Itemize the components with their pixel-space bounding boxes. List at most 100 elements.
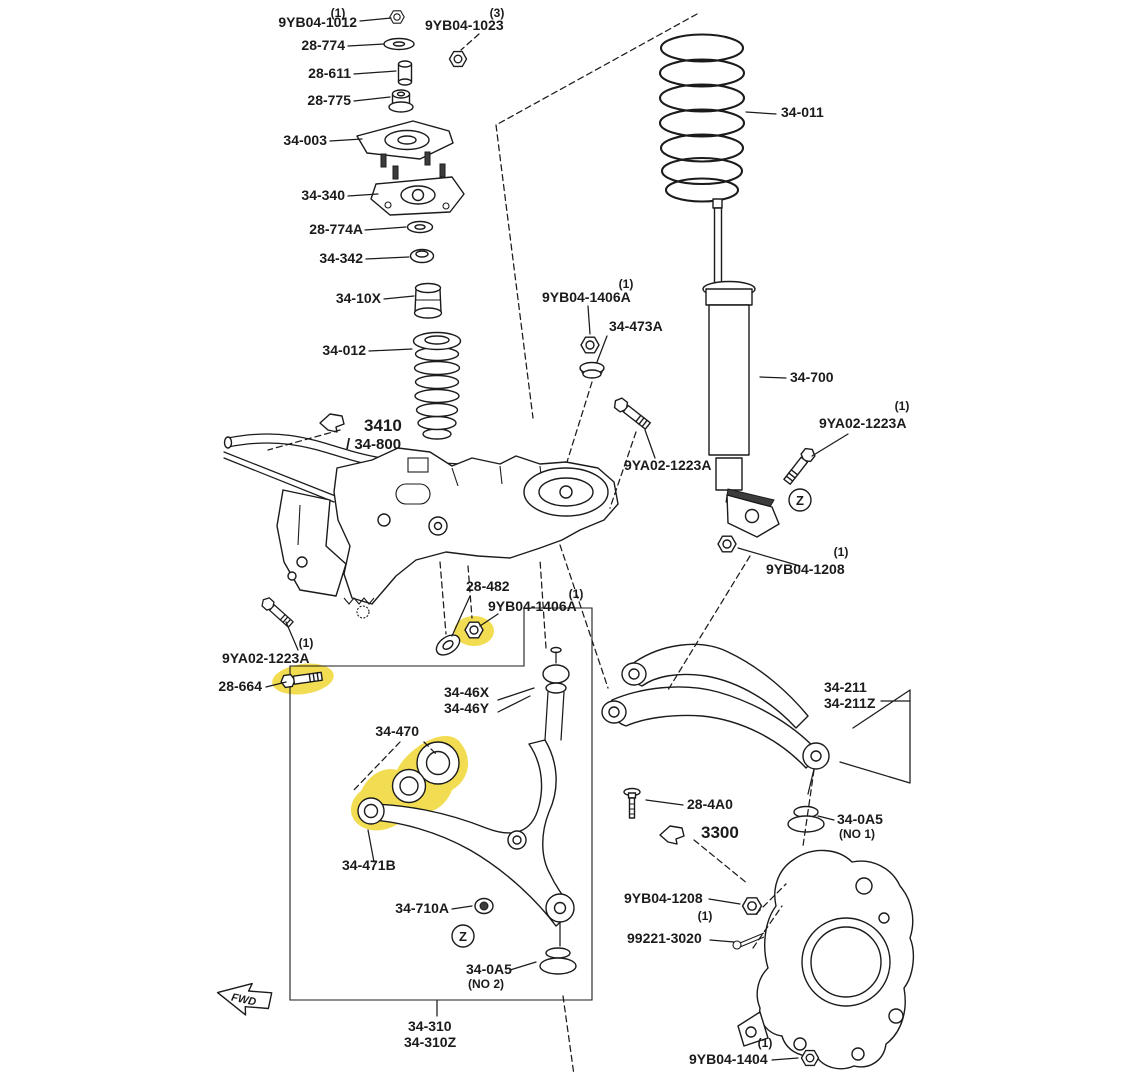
- bushings-34-470[interactable]: [391, 741, 460, 804]
- label-fwd-text: FWD: [230, 992, 257, 1009]
- label-part-34-342[interactable]: 34-342: [319, 250, 363, 266]
- label-part-34-310z[interactable]: 34-310Z: [404, 1034, 457, 1050]
- label-part-34-0a5-no1[interactable]: 34-0A5: [837, 811, 883, 827]
- label-ref-34-800[interactable]: / 34-800: [346, 436, 401, 453]
- washer-28-774[interactable]: [383, 37, 415, 51]
- nut-9yb04-1406a-lower[interactable]: [464, 621, 484, 639]
- label-qty-9yb04-1012[interactable]: (1): [331, 6, 346, 20]
- label-part-34-46y[interactable]: 34-46Y: [444, 700, 490, 716]
- bracket-34-211: [839, 689, 911, 784]
- nut-9yb04-1023[interactable]: [448, 50, 468, 68]
- strut-mount-stack[interactable]: [356, 10, 468, 440]
- label-qty-9ya02-1223a-right[interactable]: (1): [895, 399, 910, 413]
- label-part-34-470[interactable]: 34-470: [375, 723, 419, 739]
- label-part-9yb04-1406a-lower[interactable]: 9YB04-1406A: [488, 598, 577, 614]
- dashed-assembly-lines: [267, 13, 815, 1076]
- nut-9yb04-1012[interactable]: [389, 10, 405, 24]
- label-part-34-0a5-no2[interactable]: 34-0A5: [466, 961, 512, 977]
- loose-hardware-left[interactable]: [259, 595, 484, 689]
- label-part-9yb04-1208-right[interactable]: 9YB04-1208: [766, 561, 845, 577]
- shock-absorber-34-700[interactable]: [702, 198, 780, 538]
- label-part-28-775[interactable]: 28-775: [307, 92, 351, 108]
- label-qty-9ya02-1223a-left[interactable]: (1): [299, 636, 314, 650]
- washer-34-473a[interactable]: [579, 361, 605, 379]
- washer-28-482[interactable]: [433, 631, 463, 659]
- label-part-28-611[interactable]: 28-611: [308, 65, 351, 81]
- rod-thread: [712, 198, 723, 209]
- steering-knuckle[interactable]: [737, 849, 915, 1070]
- label-part-9yb04-1208-bottom[interactable]: 9YB04-1208: [624, 890, 703, 906]
- coil-spring-34-011[interactable]: [658, 33, 746, 203]
- label-qty-99221-3020[interactable]: (1): [698, 909, 713, 923]
- label-part-99221-3020[interactable]: 99221-3020: [627, 930, 702, 946]
- nut-9yb04-1404[interactable]: [800, 1049, 820, 1067]
- label-part-28-4a0[interactable]: 28-4A0: [687, 796, 733, 812]
- label-qty-9yb04-1023[interactable]: (3): [490, 6, 505, 20]
- label-z-marker-lower: Z: [459, 929, 467, 944]
- bolt-28-4a0[interactable]: [623, 787, 641, 819]
- label-part-28-774[interactable]: 28-774: [301, 37, 345, 53]
- label-part-34-473a[interactable]: 34-473A: [609, 318, 663, 334]
- label-part-28-774a[interactable]: 28-774A: [309, 221, 363, 237]
- bushing-28-774a[interactable]: [406, 220, 434, 234]
- leader-lines: [265, 17, 911, 1061]
- label-part-34-211[interactable]: 34-211: [824, 679, 867, 695]
- label-part-34-012[interactable]: 34-012: [322, 342, 366, 358]
- label-part-9ya02-1223a-center[interactable]: 9YA02-1223A: [624, 457, 711, 473]
- plate-34-003[interactable]: [356, 120, 454, 168]
- label-ref-3410[interactable]: 3410: [364, 416, 402, 435]
- ball-stud-34-46x[interactable]: [542, 646, 570, 694]
- label-ref-3300[interactable]: 3300: [701, 823, 739, 842]
- label-part-34-0a5-no1-sub[interactable]: (NO 1): [839, 827, 875, 841]
- label-part-9yb04-1406a-top[interactable]: 9YB04-1406A: [542, 289, 631, 305]
- lower-ball-joint[interactable]: [545, 893, 575, 947]
- nut-9yb04-1406a-top[interactable]: [580, 336, 600, 354]
- label-part-34-340[interactable]: 34-340: [301, 187, 345, 203]
- upper-control-arm-34-211[interactable]: [601, 643, 830, 795]
- bushing-34-342[interactable]: [409, 248, 435, 264]
- label-part-9yb04-1404[interactable]: 9YB04-1404: [689, 1051, 768, 1067]
- plug-34-710a[interactable]: [474, 897, 494, 915]
- bushing-28-775[interactable]: [388, 89, 414, 113]
- label-z-marker-right: Z: [796, 493, 804, 508]
- label-qty-9yb04-1208-right[interactable]: (1): [834, 545, 849, 559]
- label-part-9ya02-1223a-right[interactable]: 9YA02-1223A: [819, 415, 906, 431]
- serrated-edge: [343, 597, 375, 605]
- lower-arm-body-34-310[interactable]: [365, 739, 575, 927]
- part-labels-layer: (1)9YB04-1012(3)9YB04-102328-77428-61128…: [218, 6, 909, 1067]
- lower-control-arm-assembly[interactable]: [289, 607, 593, 1001]
- label-qty-9yb04-1406a-lower[interactable]: (1): [569, 587, 584, 601]
- label-part-34-700[interactable]: 34-700: [790, 369, 834, 385]
- label-part-34-011[interactable]: 34-011: [781, 104, 824, 120]
- label-qty-9yb04-1404[interactable]: (1): [758, 1036, 773, 1050]
- label-part-28-482[interactable]: 28-482: [466, 578, 510, 594]
- label-part-9yb04-1023[interactable]: 9YB04-1023: [425, 17, 504, 33]
- label-part-34-310[interactable]: 34-310: [408, 1018, 452, 1034]
- label-part-34-211z[interactable]: 34-211Z: [824, 695, 876, 711]
- label-part-9yb04-1012[interactable]: 9YB04-1012: [278, 14, 357, 30]
- dust-boot-34-012[interactable]: [412, 331, 462, 440]
- bump-stopper-34-10x[interactable]: [413, 282, 443, 319]
- boot-34-0a5-no2[interactable]: [539, 947, 577, 975]
- subframe-34-800[interactable]: [223, 433, 619, 619]
- label-part-9ya02-1223a-left[interactable]: 9YA02-1223A: [222, 650, 309, 666]
- label-part-34-003[interactable]: 34-003: [283, 132, 327, 148]
- label-part-28-664[interactable]: 28-664: [218, 678, 262, 694]
- mount-34-340[interactable]: [370, 163, 465, 216]
- z-marker-circle-lower: [451, 924, 475, 948]
- z-marker-circle-right: [788, 488, 812, 512]
- label-part-34-710a[interactable]: 34-710A: [395, 900, 449, 916]
- nut-9yb04-1208-right[interactable]: [717, 535, 737, 553]
- boot-34-0a5-no1[interactable]: [787, 805, 825, 833]
- left-bracket: [276, 489, 347, 597]
- label-qty-9yb04-1406a-top[interactable]: (1): [619, 277, 634, 291]
- label-part-34-10x[interactable]: 34-10X: [336, 290, 382, 306]
- label-part-34-46x[interactable]: 34-46X: [444, 684, 490, 700]
- label-part-34-471b[interactable]: 34-471B: [342, 857, 396, 873]
- assembly-box: [289, 607, 593, 1001]
- bushing-34-471b[interactable]: [357, 797, 385, 825]
- spacer-28-611[interactable]: [397, 60, 413, 86]
- label-part-34-0a5-no2-sub[interactable]: (NO 2): [468, 977, 504, 991]
